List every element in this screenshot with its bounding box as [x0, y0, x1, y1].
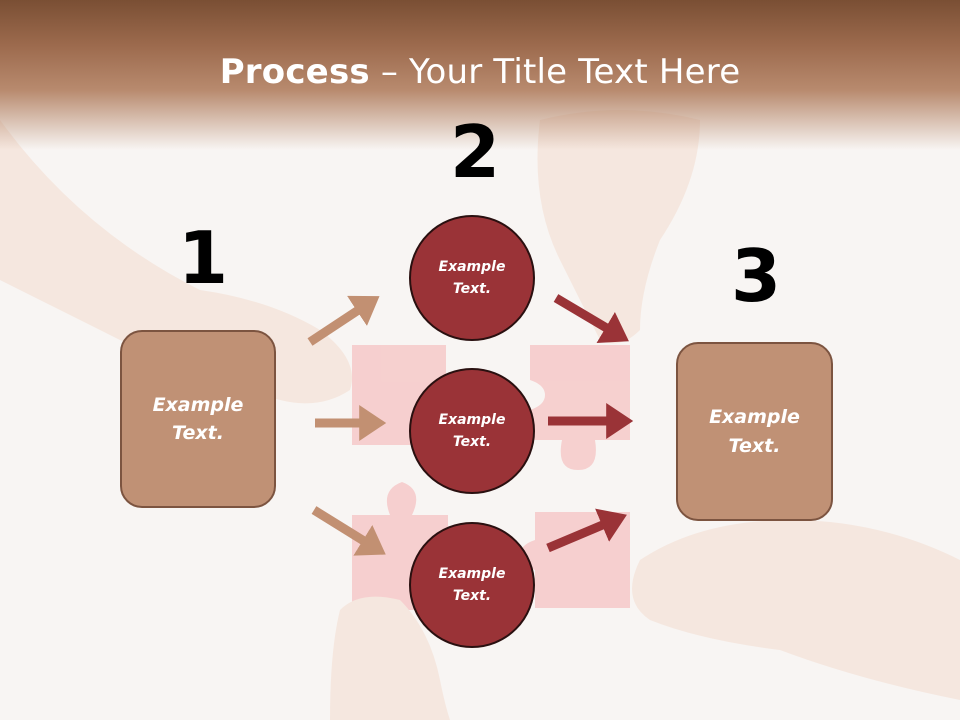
step-number-3: 3 — [731, 234, 782, 318]
arrow-1-to-2-bottom — [311, 506, 386, 556]
step-1-text-line2: Text. — [172, 422, 224, 444]
arrow-1-to-2-top — [307, 295, 380, 346]
step-number-1: 1 — [178, 216, 229, 300]
puzzle-piece-top-right — [530, 345, 630, 470]
arrow-2-to-3-bottom — [546, 508, 627, 553]
step-1-text: Example Text. — [153, 391, 244, 448]
hand-top — [537, 110, 700, 344]
step-1-text-line1: Example — [152, 393, 244, 416]
step-3-box: Example Text. — [676, 342, 833, 521]
hand-bottom — [330, 596, 450, 720]
title-bar: Process – Your Title Text Here — [0, 0, 960, 150]
circle-top-text-line1: Example — [438, 258, 506, 275]
step-3-text: Example Text. — [709, 403, 800, 460]
slide-title: Process – Your Title Text Here — [0, 52, 960, 92]
title-rest: – Your Title Text Here — [369, 52, 741, 92]
circle-top-text-line2: Text. — [452, 281, 492, 297]
circle-middle-text-line1: Example — [438, 411, 506, 428]
hand-right — [632, 520, 960, 700]
step-2-circle-top: Example Text. — [409, 215, 535, 341]
step-3-text-line2: Text. — [728, 434, 781, 457]
circle-bottom-text-line1: Example — [438, 565, 506, 582]
step-1-box: Example Text. — [120, 330, 276, 508]
step-number-2: 2 — [450, 110, 501, 194]
step-3-text-line1: Example — [709, 406, 800, 428]
circle-bottom-text-line2: Text. — [452, 588, 492, 604]
circle-middle-text-line2: Text. — [452, 434, 492, 450]
arrow-2-to-3-top — [553, 294, 629, 343]
title-bold: Process — [219, 52, 370, 92]
step-2-circle-bottom: Example Text. — [409, 522, 535, 648]
step-2-circle-middle: Example Text. — [409, 368, 535, 494]
